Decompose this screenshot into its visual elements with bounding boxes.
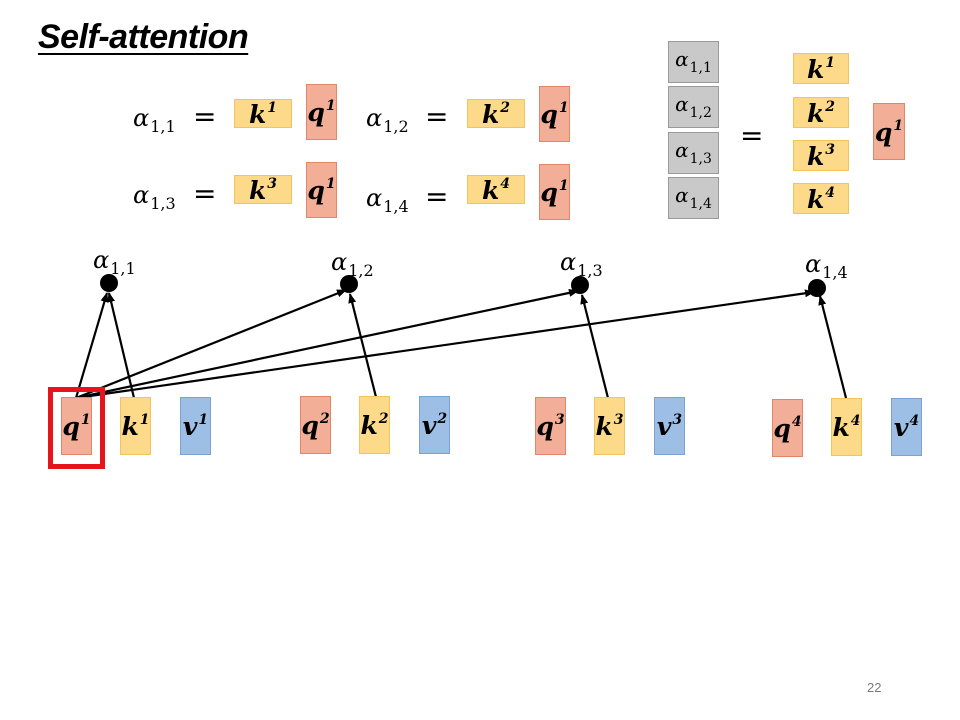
- score-node-3: [571, 276, 589, 294]
- arrow-k4-to-a14: [818, 295, 848, 399]
- slide-title: Self-attention: [38, 18, 249, 56]
- equation-query-box: q1: [539, 164, 570, 220]
- equation-query-box: q1: [539, 86, 570, 142]
- equation-query-box: q1: [306, 162, 337, 218]
- score-label-3: α1,3: [560, 248, 603, 280]
- equals-sign: =: [425, 180, 449, 213]
- arrow-q1-to-a11: [74, 292, 109, 399]
- query-highlight-frame: [48, 387, 105, 469]
- score-label-2: α1,2: [331, 248, 374, 280]
- arrow-k3-to-a13: [580, 294, 610, 399]
- arrow-k2-to-a12: [348, 293, 378, 398]
- query-box: q1: [61, 397, 92, 455]
- query-cell: q1: [873, 103, 905, 160]
- key-cell: k3: [793, 140, 849, 171]
- query-box: q3: [535, 397, 566, 455]
- key-box: k4: [831, 398, 862, 456]
- key-box: k2: [359, 396, 390, 454]
- alpha-cell: α1,4: [668, 177, 719, 219]
- page-number: 22: [867, 680, 882, 695]
- equals-sign: =: [425, 100, 449, 133]
- equals-sign: =: [193, 100, 217, 133]
- score-label-1: α1,1: [93, 246, 136, 278]
- key-box: k3: [594, 397, 625, 455]
- score-node-1: [100, 274, 118, 292]
- value-box: v2: [419, 396, 450, 454]
- arrow-q1-to-a13: [75, 288, 579, 400]
- equation-key-box: k3: [234, 175, 292, 204]
- arrow-k1-to-a11: [107, 292, 136, 399]
- equals-sign: =: [740, 119, 764, 152]
- equation-query-box: q1: [306, 84, 337, 140]
- alpha-cell: α1,3: [668, 132, 719, 174]
- value-box: v4: [891, 398, 922, 456]
- equation-alpha: α1,4: [366, 184, 409, 216]
- score-node-2: [340, 275, 358, 293]
- equation-key-box: k1: [234, 99, 292, 128]
- equation-key-box: k2: [467, 99, 525, 128]
- query-box: q2: [300, 396, 331, 454]
- alpha-cell: α1,2: [668, 86, 719, 128]
- arrow-q1-to-a12: [75, 288, 347, 400]
- value-box: v1: [180, 397, 211, 455]
- key-cell: k1: [793, 53, 849, 84]
- query-box: q4: [772, 399, 803, 457]
- equation-alpha: α1,3: [133, 181, 176, 213]
- equation-alpha: α1,2: [366, 104, 409, 136]
- alpha-cell: α1,1: [668, 41, 719, 83]
- score-node-4: [808, 279, 826, 297]
- value-box: v3: [654, 397, 685, 455]
- equals-sign: =: [193, 177, 217, 210]
- key-box: k1: [120, 397, 151, 455]
- arrow-q1-to-a14: [75, 289, 815, 400]
- equation-alpha: α1,1: [133, 104, 176, 136]
- score-label-4: α1,4: [805, 250, 848, 282]
- key-cell: k4: [793, 183, 849, 214]
- equation-key-box: k4: [467, 175, 525, 204]
- key-cell: k2: [793, 97, 849, 128]
